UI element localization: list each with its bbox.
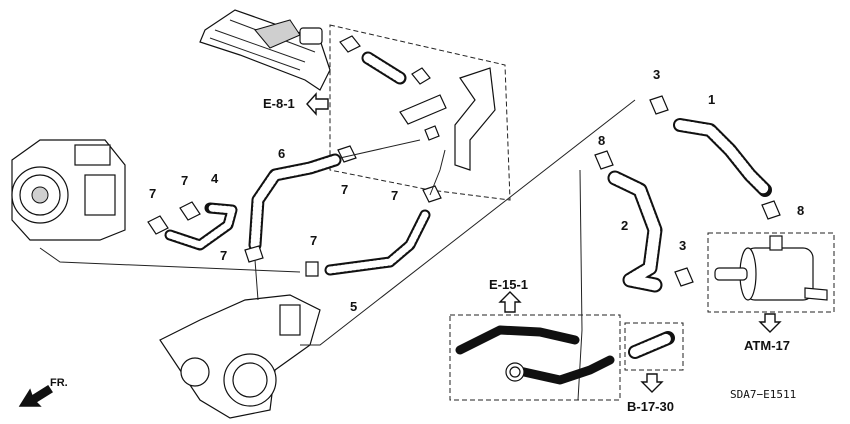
arrow-e81 [306,92,329,116]
radiator-frame [199,9,331,91]
arrow-b1730 [640,373,664,393]
part-number-3: 3 [679,238,686,253]
drawing-code: SDA7−E1511 [730,388,796,401]
upper-box-parts [339,35,496,171]
part-number-8: 8 [598,133,605,148]
thermostat-housing [159,99,636,419]
ref-e81: E-8-1 [263,96,295,111]
ref-front: FR. [50,377,68,389]
part-number-7: 7 [149,186,156,201]
arrow-front [18,385,53,407]
part-number-8: 8 [797,203,804,218]
part-number-3: 3 [653,67,660,82]
detail-box-b1730 [624,322,684,371]
arrow-e151 [498,291,522,313]
ref-atm17: ATM-17 [744,338,790,353]
part-number-1: 1 [708,92,715,107]
ref-b1730: B-17-30 [627,399,674,414]
throttle-body [11,139,301,273]
part-number-5: 5 [350,299,357,314]
clamps [147,95,781,287]
part-number-7: 7 [391,188,398,203]
part-number-7: 7 [181,173,188,188]
part-number-6: 6 [278,146,285,161]
part-number-4: 4 [211,171,219,186]
detail-box-atm [707,232,835,313]
part-number-7: 7 [220,248,227,263]
ref-e151: E-15-1 [489,277,528,292]
detail-box-upper [329,24,511,201]
arrow-atm17 [758,313,782,333]
part-number-7: 7 [341,182,348,197]
detail-box-lower [449,314,621,401]
atf-cooler [714,235,828,301]
part-number-7: 7 [310,233,317,248]
water-pipe [455,325,615,385]
part-number-2: 2 [621,218,628,233]
